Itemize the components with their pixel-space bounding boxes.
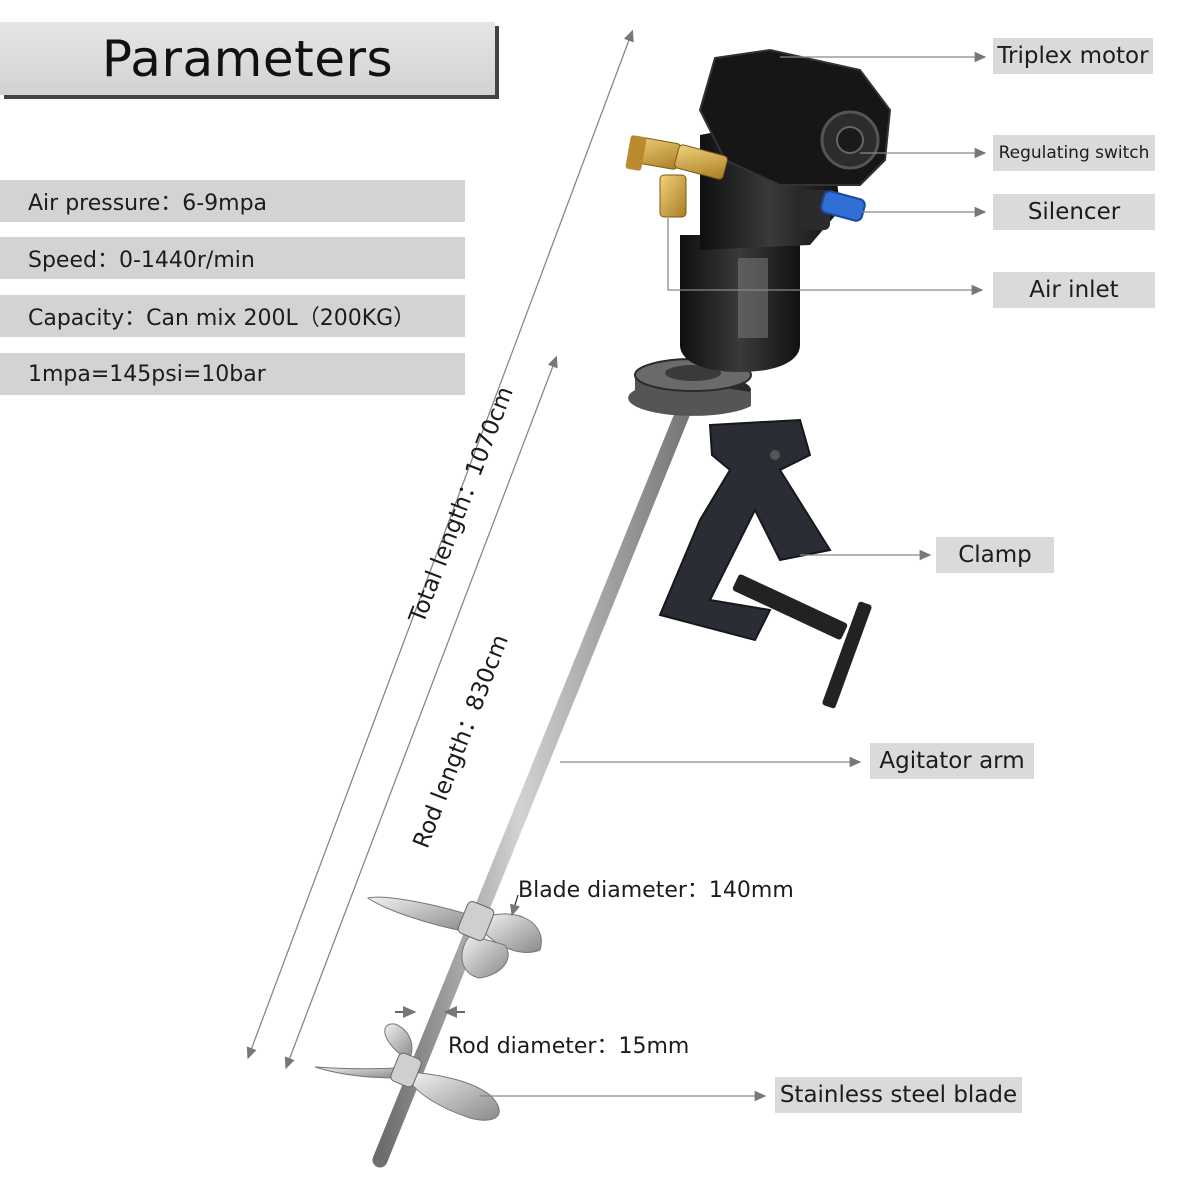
upper-blade — [366, 896, 542, 979]
clamp-part — [658, 418, 872, 709]
lower-blade — [314, 1023, 500, 1121]
param-conversion-text: 1mpa=145psi=10bar — [28, 361, 266, 387]
blade-diameter-text: Blade diameter：140mm — [518, 878, 794, 903]
stainless-steel-blade-text: Stainless steel blade — [779, 1082, 1018, 1108]
silencer-label: Silencer — [993, 194, 1155, 230]
triplex-motor-text: Triplex motor — [997, 43, 1149, 69]
motor-body — [680, 48, 892, 372]
silencer-text: Silencer — [1027, 199, 1121, 225]
agitator-arm-label: Agitator arm — [870, 743, 1034, 779]
regulating-switch-label: Regulating switch — [993, 135, 1155, 171]
agitator-rod — [372, 387, 698, 1168]
rod-length-dimension-line — [284, 355, 558, 1070]
clamp-text: Clamp — [958, 542, 1032, 568]
regulating-switch-text: Regulating switch — [998, 143, 1150, 163]
blade-diameter-pointer — [510, 894, 520, 917]
air-inlet-label: Air inlet — [993, 272, 1155, 308]
param-air-pressure-text: Air pressure：6-9mpa — [28, 191, 268, 216]
agitator-arm-text: Agitator arm — [879, 748, 1025, 774]
air-inlet-fitting — [625, 135, 728, 218]
param-speed-text: Speed：0-1440r/min — [28, 248, 255, 273]
rod-diameter-text: Rod diameter：15mm — [448, 1034, 690, 1059]
triplex-motor-label: Triplex motor — [993, 38, 1153, 74]
air-inlet-arrow — [667, 218, 984, 296]
stainless-steel-blade-label: Stainless steel blade — [775, 1077, 1022, 1113]
clamp-label: Clamp — [936, 537, 1054, 573]
air-inlet-text: Air inlet — [1029, 277, 1119, 303]
